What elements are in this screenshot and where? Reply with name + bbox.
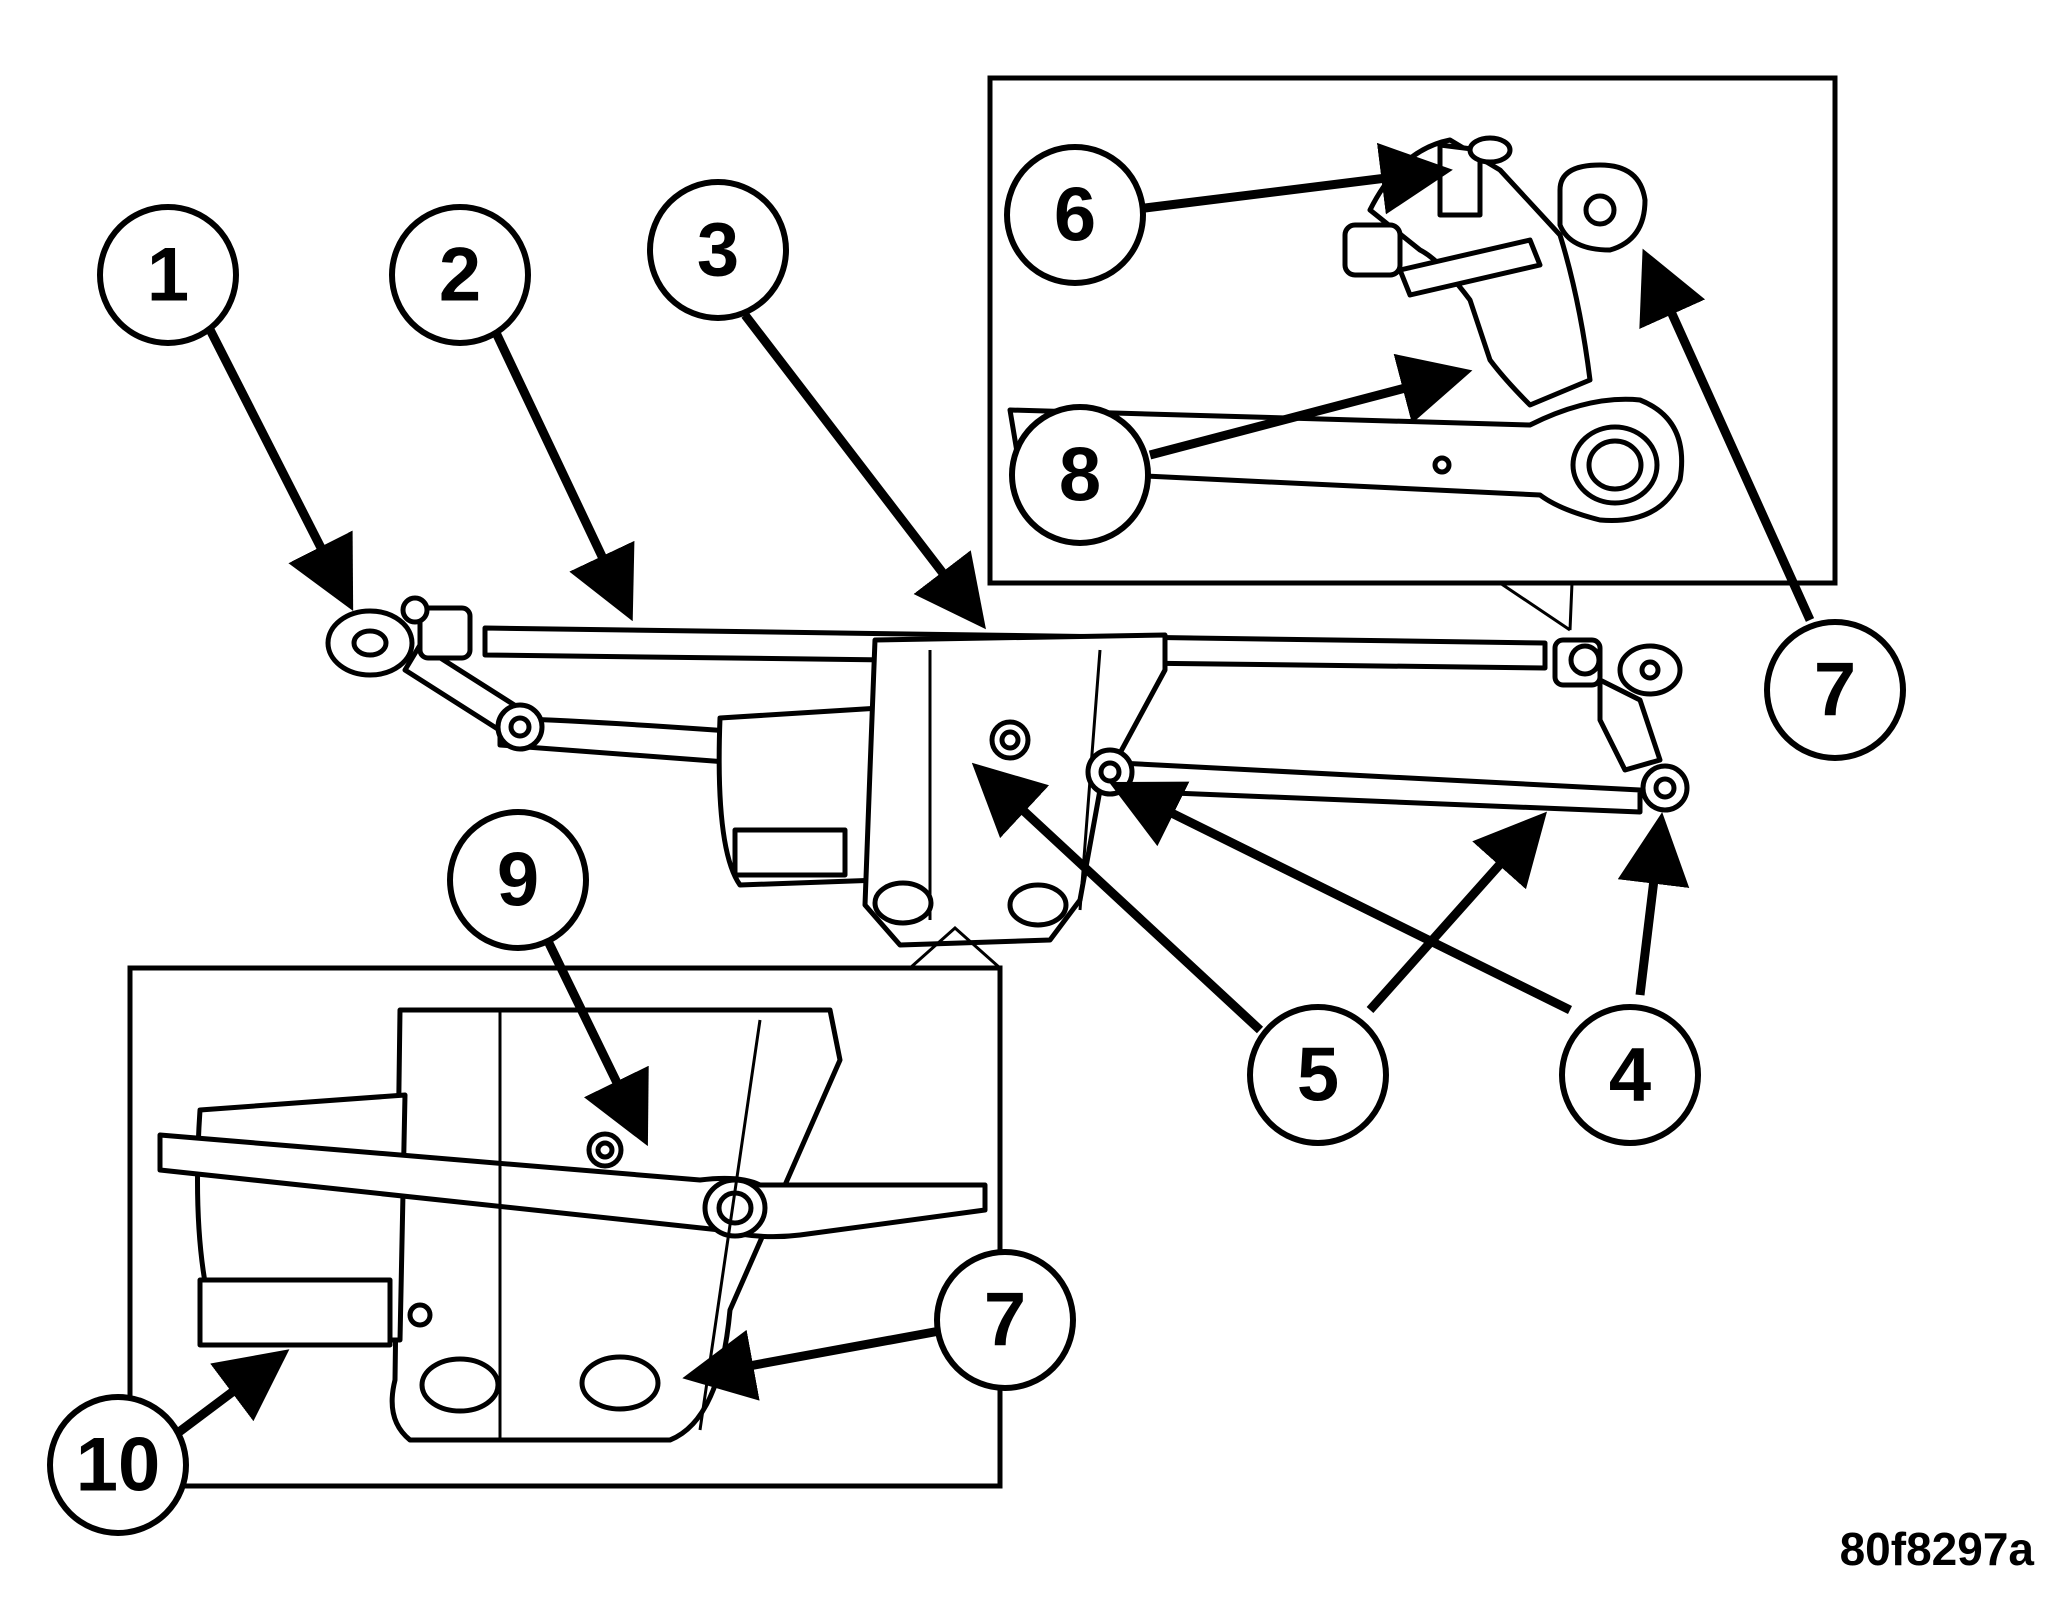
leader-7-top — [1639, 248, 1815, 622]
callout-9: 9 — [447, 809, 589, 951]
figure-code: 80f8297a — [1839, 1523, 2034, 1575]
callout-10-label: 10 — [76, 1423, 161, 1508]
leader-10 — [172, 1349, 290, 1439]
callout-7-top-label: 7 — [1814, 648, 1856, 733]
leader-5b — [1366, 811, 1547, 1013]
callout-1: 1 — [97, 204, 239, 346]
callout-7-bottom: 7 — [934, 1249, 1076, 1391]
callout-10: 10 — [47, 1394, 189, 1536]
callout-4-label: 4 — [1609, 1033, 1651, 1118]
main-assembly — [325, 595, 1690, 948]
leader-3 — [741, 312, 986, 630]
callout-5-label: 5 — [1297, 1033, 1339, 1118]
callout-7-top: 7 — [1764, 619, 1906, 761]
callout-8: 8 — [1009, 404, 1151, 546]
inset-motor-bracket — [389, 1007, 843, 1443]
callout-3: 3 — [647, 179, 789, 321]
leader-6 — [1144, 142, 1453, 215]
leader-2 — [485, 318, 635, 622]
top-inset-frame — [987, 75, 1838, 586]
callout-3-label: 3 — [697, 208, 739, 293]
left-pivot — [325, 595, 545, 752]
inset-linkage-arm — [1007, 396, 1685, 523]
leader-5a — [971, 762, 1264, 1034]
wiper-motor — [716, 632, 1168, 948]
leader-1 — [195, 307, 354, 612]
leader-arrows — [172, 142, 1815, 1439]
leader-8 — [1148, 353, 1473, 460]
callout-6: 6 — [1004, 144, 1146, 286]
callout-8-label: 8 — [1059, 433, 1101, 518]
callout-6-label: 6 — [1054, 173, 1096, 258]
callout-7-bottom-label: 7 — [984, 1278, 1026, 1363]
callout-2-label: 2 — [439, 233, 481, 318]
callout-1-label: 1 — [147, 233, 189, 318]
callout-4: 4 — [1559, 1004, 1701, 1146]
callout-9-label: 9 — [497, 838, 539, 923]
leader-4b — [1617, 812, 1690, 996]
inset-connector — [197, 1277, 393, 1348]
leader-7-bottom — [682, 1325, 946, 1401]
leader-9 — [540, 933, 649, 1147]
right-pivot — [1552, 637, 1690, 813]
callout-2: 2 — [389, 204, 531, 346]
callout-5: 5 — [1247, 1004, 1389, 1146]
leader-4a — [1108, 781, 1572, 1015]
bottom-inset — [127, 925, 1003, 1489]
